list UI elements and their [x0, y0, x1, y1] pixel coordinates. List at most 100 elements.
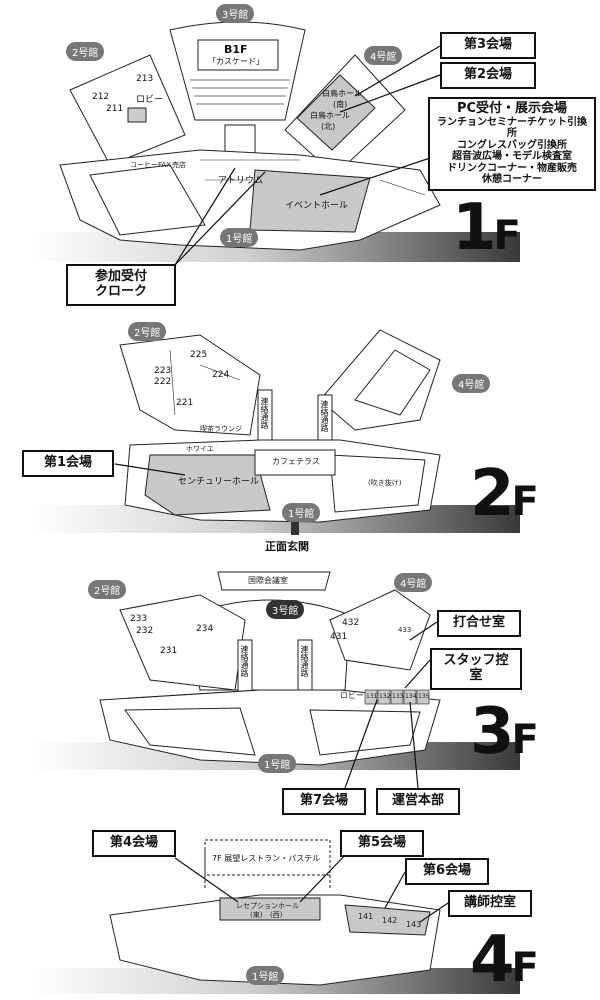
room-233: 233 [130, 614, 148, 624]
reception-label: 参加受付 [94, 269, 147, 284]
room-431: 431 [330, 632, 348, 642]
b1f-subtitle: 「カスケード」 [208, 57, 264, 66]
century-hall-area [144, 454, 271, 516]
hakucho-north-sub: (北) [321, 122, 336, 131]
room-141: 141 [358, 912, 374, 921]
callout-lecturer-room: 講師控室 [448, 890, 532, 917]
building-3-badge: 3号館 [216, 4, 255, 23]
floor-4-f: F [511, 945, 539, 991]
floor-3-label: 3F [470, 700, 539, 764]
pc-reception-title: PC受付・展示会場 [456, 101, 568, 116]
restaurant-label: 7F 展望レストラン・パステル [212, 854, 321, 863]
room-135: 135 [418, 693, 430, 700]
room-133: 133 [392, 693, 404, 700]
room-432: 432 [342, 618, 360, 628]
f3-building-4-badge: 4号館 [394, 573, 433, 592]
pc-line-5: 休憩コーナー [482, 174, 542, 186]
pc-line-4: ドリンクコーナー・物産販売 [447, 162, 577, 174]
floor-2-f: F [511, 479, 539, 525]
f4-building-1-badge: 1号館 [246, 966, 285, 985]
floor-3-plan [30, 571, 520, 789]
floor-2-plan [30, 329, 520, 535]
f2-corridor-left: 連絡通路 [260, 397, 269, 429]
hakucho-north-label: 白鳥ホール [310, 111, 350, 120]
room-224: 224 [212, 370, 230, 380]
pc-line-2: コングレスバッグ引換所 [457, 139, 567, 151]
floor-1-label: 1F [452, 196, 521, 260]
room-234: 234 [196, 624, 214, 634]
callout-staff-room: スタッフ控室 [430, 648, 522, 690]
building-1-badge: 1号館 [220, 228, 259, 247]
room-211: 211 [106, 104, 124, 114]
reception-hall-label: レセプションホール [236, 902, 299, 910]
floor-2-label: 2F [470, 462, 539, 526]
hakucho-south-label: 白鳥ホール [322, 89, 362, 98]
pc-line-1: ランチョンセミナーチケット引換所 [437, 116, 587, 140]
room-433: 433 [398, 626, 412, 634]
callout-hall-2: 第2会場 [440, 62, 536, 89]
hakucho-hall-area [296, 74, 376, 151]
cafe-label: カフェテラス [272, 457, 320, 466]
intl-meeting-label: 国際会議室 [248, 576, 288, 585]
f2-building-4-badge: 4号館 [452, 374, 491, 393]
callout-hall-5: 第5会場 [340, 830, 424, 857]
atrium-label: アトリウム [218, 176, 264, 186]
f2-corridor-right: 連絡通路 [320, 400, 329, 432]
f2-building-2-badge: 2号館 [128, 322, 167, 341]
f3-building-1-badge: 1号館 [258, 754, 297, 773]
room-131: 131 [366, 693, 378, 700]
floor-4-plan [30, 839, 520, 994]
room-134: 134 [405, 693, 417, 700]
callout-pc-reception: PC受付・展示会場 ランチョンセミナーチケット引換所 コングレスバッグ引換所 超… [428, 97, 596, 191]
f2-building-1-badge: 1号館 [282, 503, 321, 522]
cloak-label: クローク [94, 283, 147, 299]
building-2-badge: 2号館 [66, 42, 105, 61]
room-212: 212 [92, 92, 110, 102]
callout-hall-6: 第6会場 [405, 858, 489, 885]
coffee-fax-label: コーヒーFAX [130, 161, 171, 169]
room-143: 143 [406, 920, 422, 929]
callout-reception-cloak: 参加受付 クローク [66, 264, 176, 306]
room-223: 223 [154, 366, 172, 376]
pc-line-3: 超音波広場・モデル検査室 [452, 151, 572, 163]
floor-1-plan [30, 21, 520, 266]
room-213: 213 [136, 74, 154, 84]
store-label: 売店 [172, 161, 186, 169]
floor-4-label: 4F [470, 928, 539, 992]
floor-3-number: 3 [470, 695, 514, 769]
floor-1-f: F [493, 213, 521, 259]
callout-hall-7: 第7会場 [282, 788, 366, 815]
building-2-wing-f3 [119, 594, 246, 691]
b1f-title: B1F [224, 43, 248, 56]
callout-hall-3: 第3会場 [440, 32, 536, 59]
building-4-badge: 4号館 [364, 46, 403, 65]
room-232: 232 [136, 626, 154, 636]
f3-lobby-label: ロビー [340, 691, 364, 700]
hakucho-south-sub: (南) [333, 100, 348, 109]
f3-building-3-badge: 3号館 [266, 600, 305, 619]
reception-hall-east: (東) [250, 911, 263, 919]
floor-3-f: F [511, 717, 539, 763]
callout-hall-1: 第1会場 [22, 450, 114, 477]
century-hall-label: センチュリーホール [178, 477, 260, 487]
floor-2-number: 2 [470, 457, 514, 531]
f3-corridor-right: 連絡通路 [300, 645, 309, 677]
floor-4-number: 4 [470, 923, 514, 997]
event-hall-area [249, 169, 371, 233]
reception-hall-area [219, 897, 321, 921]
foyer-label: ホワイエ [186, 445, 214, 453]
main-entrance-label: 正面玄関 [265, 540, 309, 553]
callout-meeting-room: 打合せ室 [437, 610, 521, 637]
room-142: 142 [382, 916, 398, 925]
room-231: 231 [160, 646, 178, 656]
reception-hall-west: (西) [270, 911, 283, 919]
building-4-wing-f3 [329, 589, 431, 671]
callout-hall-4: 第4会場 [92, 830, 176, 857]
room-132: 132 [379, 693, 391, 700]
room-221: 221 [176, 398, 194, 408]
fukinuke-label: (吹き抜け) [368, 479, 402, 487]
lounge-label: 喫茶ラウンジ [200, 425, 242, 433]
lobby-label: ロビー [136, 95, 164, 105]
event-hall-label: イベントホール [285, 201, 349, 211]
